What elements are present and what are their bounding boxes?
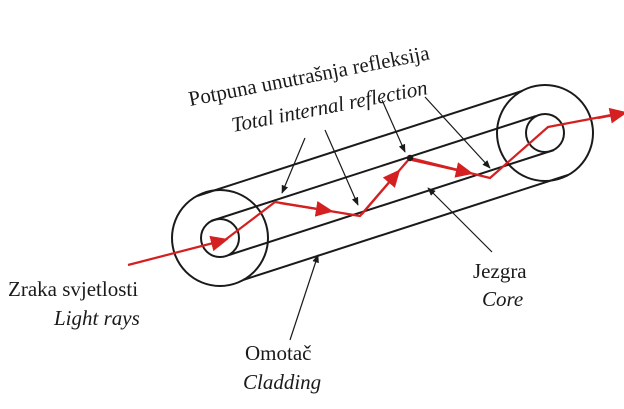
ray-outgoing — [597, 107, 624, 124]
cladding-bottom-edge — [242, 174, 569, 281]
cladding-right-end — [496, 84, 594, 182]
cladding-cylinder — [171, 84, 594, 287]
core-top-edge — [210, 115, 537, 222]
ray-seg-arrow-1 — [279, 200, 334, 217]
label-light-en: Light rays — [53, 306, 140, 330]
core-right-end — [525, 113, 565, 153]
core-bottom-edge — [228, 149, 555, 256]
pointer-reflection-4 — [424, 96, 491, 169]
cladding-top-edge — [196, 90, 523, 197]
label-core-en: Core — [482, 287, 523, 311]
label-light-hr: Zraka svjetlosti — [8, 277, 138, 301]
reflection-point-dot — [406, 154, 414, 162]
label-core-hr: Jezgra — [473, 259, 527, 283]
pointer-reflection-1 — [281, 137, 306, 194]
core-left-end — [200, 218, 240, 258]
ray-seg-arrow-3 — [411, 158, 474, 178]
pointer-core — [427, 187, 493, 253]
core-cylinder — [200, 113, 565, 258]
pointer-cladding — [289, 254, 319, 341]
label-cladding-en: Cladding — [243, 370, 321, 394]
pointer-reflection-2 — [324, 129, 359, 206]
cladding-left-end — [171, 189, 269, 287]
pointer-reflection-3 — [381, 99, 406, 153]
ray-seg-arrow-2 — [361, 169, 401, 215]
label-cladding-hr: Omotač — [245, 341, 311, 365]
ray-incoming — [127, 235, 229, 267]
pointer-lines — [281, 96, 493, 341]
